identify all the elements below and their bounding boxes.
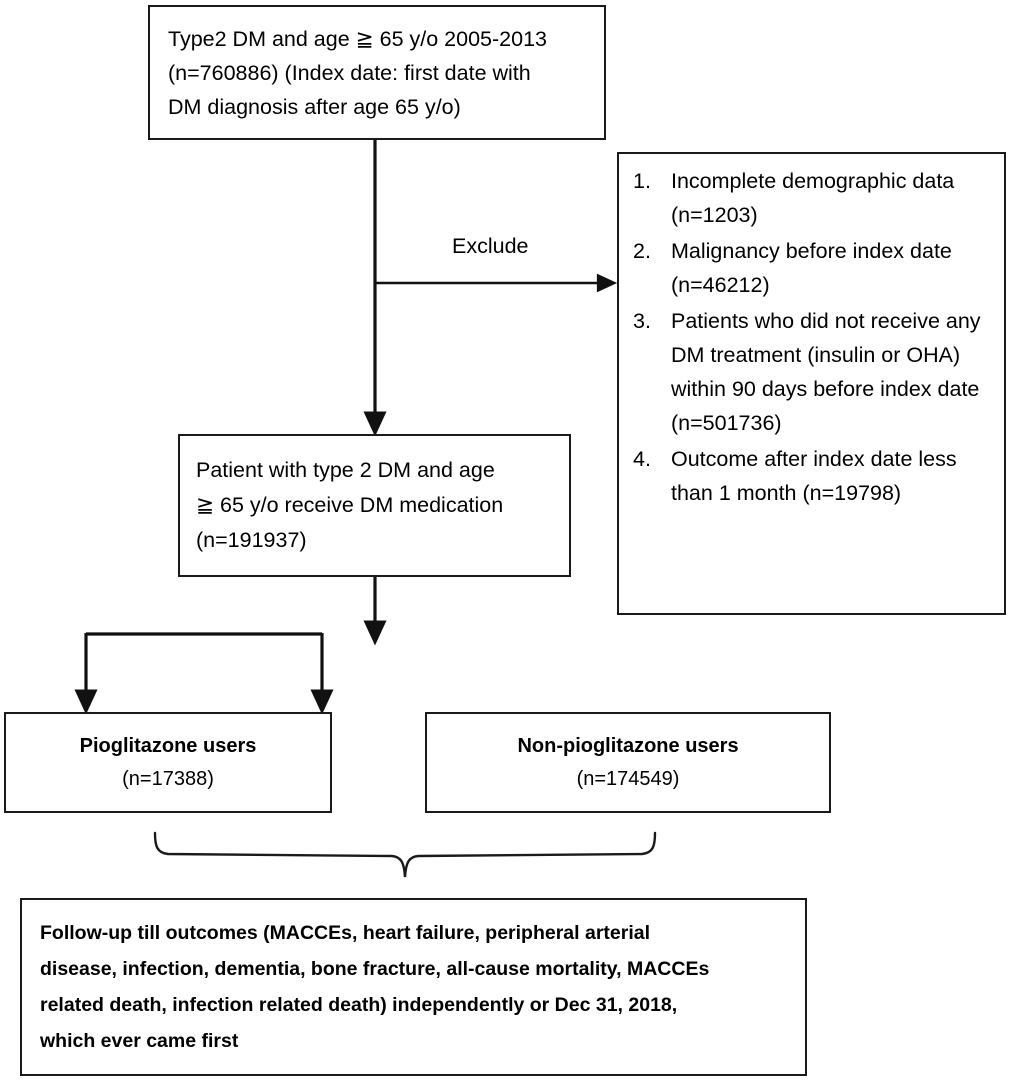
exclusion-item-text: Malignancy before index date (n=46212) bbox=[671, 239, 952, 297]
exclusion-item: 1. Incomplete demographic data (n=1203) bbox=[633, 164, 992, 232]
exclusion-item-text: Incomplete demographic data (n=1203) bbox=[671, 169, 955, 227]
exclusion-item-text: Outcome after index date less than 1 mon… bbox=[671, 447, 957, 505]
non-pioglitazone-users-count: (n=174549) bbox=[576, 767, 680, 790]
followup-line-3: related death, infection related death) … bbox=[40, 994, 678, 1016]
exclusion-item: 4. Outcome after index date less than 1 … bbox=[633, 442, 992, 510]
exclusion-item-number: 2. bbox=[633, 239, 651, 263]
pioglitazone-users-title: Pioglitazone users bbox=[79, 734, 257, 757]
exclusion-item: 2. Malignancy before index date (n=46212… bbox=[633, 234, 992, 302]
exclude-arrow-label: Exclude bbox=[452, 234, 529, 258]
eligible-cohort-line-3: (n=191937) bbox=[196, 528, 307, 552]
exclusion-criteria-box: 1. Incomplete demographic data (n=1203) … bbox=[617, 152, 1006, 615]
source-cohort-line-1: Type2 DM and age ≧ 65 y/o 2005-2013 bbox=[168, 26, 547, 51]
followup-line-1: Follow-up till outcomes (MACCEs, heart f… bbox=[40, 922, 651, 944]
source-cohort-line-3: DM diagnosis after age 65 y/o) bbox=[168, 94, 461, 119]
followup-line-2: disease, infection, dementia, bone fract… bbox=[40, 958, 710, 980]
eligible-cohort-line-2: ≧ 65 y/o receive DM medication bbox=[196, 493, 504, 517]
eligible-cohort-line-1: Patient with type 2 DM and age bbox=[196, 458, 495, 482]
non-pioglitazone-users-title: Non-pioglitazone users bbox=[517, 734, 739, 757]
pioglitazone-users-box: Pioglitazone users (n=17388) bbox=[4, 712, 332, 813]
exclusion-item-number: 1. bbox=[633, 169, 651, 193]
source-cohort-box: Type2 DM and age ≧ 65 y/o 2005-2013 (n=7… bbox=[148, 5, 606, 140]
eligible-cohort-box: Patient with type 2 DM and age ≧ 65 y/o … bbox=[178, 434, 571, 577]
followup-line-4: which ever came first bbox=[40, 1030, 239, 1052]
exclusion-item-number: 4. bbox=[633, 447, 651, 471]
exclusion-item-number: 3. bbox=[633, 309, 651, 333]
source-cohort-line-2: (n=760886) (Index date: first date with bbox=[168, 60, 531, 85]
brace-cohorts-to-followup bbox=[153, 831, 657, 878]
pioglitazone-users-count: (n=17388) bbox=[122, 767, 214, 790]
exclusion-item: 3. Patients who did not receive any DM t… bbox=[633, 304, 992, 440]
non-pioglitazone-users-box: Non-pioglitazone users (n=174549) bbox=[425, 712, 831, 813]
followup-outcomes-box: Follow-up till outcomes (MACCEs, heart f… bbox=[20, 898, 807, 1076]
exclusion-item-text: Patients who did not receive any DM trea… bbox=[671, 309, 981, 435]
